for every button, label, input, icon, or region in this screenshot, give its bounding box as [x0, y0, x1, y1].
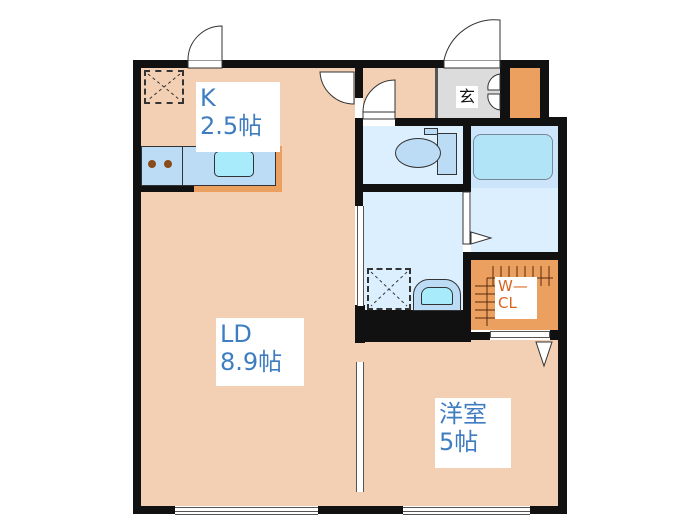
window-western-bottom	[403, 507, 530, 515]
door-toilet-icon[interactable]	[362, 79, 403, 120]
kitchen-name: K	[200, 84, 216, 112]
fridge-x-icon	[147, 73, 181, 101]
kitchen-label: K 2.5帖	[196, 82, 280, 152]
door-western-icon[interactable]	[534, 340, 554, 368]
door-ld-icon[interactable]	[318, 70, 356, 106]
wall-entrance-left	[435, 68, 438, 118]
toilet-bowl-icon	[395, 138, 441, 168]
wall-entrance-right	[500, 60, 510, 120]
western-room-label: 洋室 5帖	[435, 398, 511, 468]
wall-toilet-bottom	[363, 184, 471, 192]
sliding-door-ld-washroom	[357, 206, 364, 306]
kitchen-lower-wall	[141, 186, 194, 192]
stove-divider	[182, 146, 183, 186]
entrance-name: 玄	[459, 87, 476, 106]
door-entrance-icon[interactable]	[443, 19, 502, 69]
wall-top-left	[133, 60, 188, 68]
wall-top-mid	[222, 60, 444, 68]
wall-wcl-right	[550, 330, 567, 340]
wall-bottom-mid	[318, 506, 403, 514]
wall-bath-bottom	[463, 252, 567, 260]
wall-right-notch	[540, 117, 567, 126]
western-room-area: 5帖	[439, 428, 479, 456]
wall-top-right	[500, 60, 549, 68]
bath-upper	[471, 126, 558, 188]
wall-left	[133, 60, 141, 514]
washbasin-bowl	[421, 287, 453, 305]
ld-label: LD 8.9帖	[216, 318, 304, 386]
kitchen-counter	[141, 146, 276, 186]
wall-wet-divider-lower	[463, 252, 471, 342]
western-room-name: 洋室	[439, 400, 487, 428]
fridge-space-icon	[144, 70, 184, 104]
ld-area: 8.9帖	[220, 348, 283, 376]
wcl-line1: W—	[498, 277, 528, 295]
kitchen-area: 2.5帖	[200, 112, 263, 140]
stove-burner-icon	[148, 160, 156, 168]
toilet-lid	[424, 128, 438, 135]
door-bath-icon[interactable]	[462, 191, 493, 252]
washer-space-icon	[367, 268, 411, 310]
counter-backsplash	[276, 146, 282, 190]
kitchen-sink-icon	[214, 151, 254, 177]
shoe-storage	[510, 68, 540, 118]
wall-bottom-right	[530, 506, 567, 514]
entrance-label: 玄	[456, 86, 479, 108]
wall-right-upper	[540, 60, 549, 120]
ld-name: LD	[220, 320, 252, 348]
washer-x-icon	[370, 271, 408, 307]
counter-base	[194, 186, 282, 192]
wall-center-spine	[355, 118, 363, 206]
stove-burner-icon	[164, 160, 172, 168]
wcl-label: W— CL	[495, 277, 537, 319]
sliding-door-ld-western	[356, 362, 364, 492]
door-shoebox-icon[interactable]	[484, 70, 504, 116]
wall-ld-divider	[355, 68, 363, 98]
window-ld-bottom	[175, 507, 318, 515]
wall-right	[558, 117, 567, 514]
wall-wet-divider	[463, 118, 471, 184]
wcl-line2: CL	[498, 294, 517, 312]
door-kitchen-icon[interactable]	[187, 24, 224, 69]
wall-western-top	[355, 332, 490, 340]
wall-bottom-left	[133, 506, 175, 514]
wcl-door	[490, 331, 550, 338]
